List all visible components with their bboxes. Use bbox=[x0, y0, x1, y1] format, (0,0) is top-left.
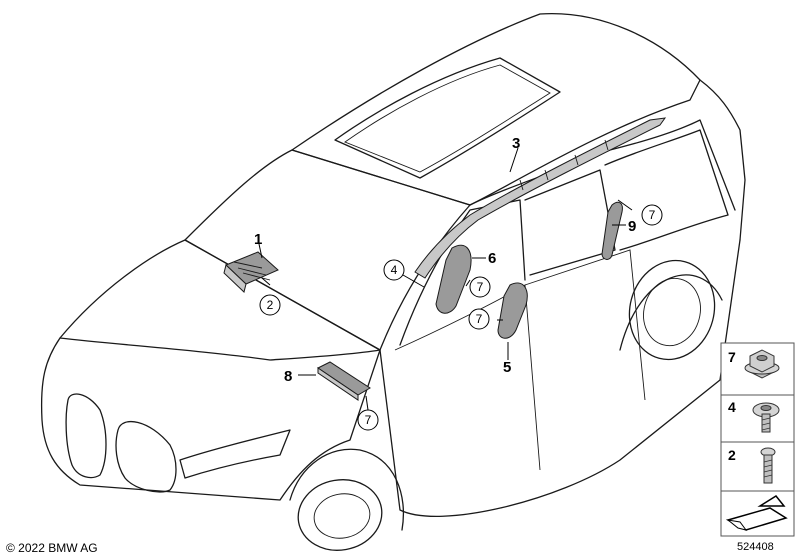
svg-text:4: 4 bbox=[391, 263, 398, 277]
svg-text:2: 2 bbox=[267, 298, 274, 312]
car-outline bbox=[40, 12, 746, 551]
circled-callout-2: 2 bbox=[259, 294, 281, 316]
orientation-arrow-icon bbox=[726, 495, 788, 531]
copyright-text: © 2022 BMW AG bbox=[6, 541, 98, 555]
circled-callout-7-knee: 7 bbox=[357, 409, 379, 431]
svg-text:7: 7 bbox=[365, 413, 372, 427]
fastener-legend: 7 4 2 bbox=[720, 342, 795, 537]
circled-callout-7-rear-seat: 7 bbox=[468, 308, 490, 330]
callout-9: 9 bbox=[628, 218, 636, 235]
rear-side-airbag[interactable] bbox=[497, 282, 528, 339]
diagram-id: 524408 bbox=[737, 541, 774, 553]
svg-text:7: 7 bbox=[476, 312, 483, 326]
hex-nut-icon bbox=[744, 349, 780, 379]
circled-callout-4: 4 bbox=[383, 259, 405, 281]
svg-text:7: 7 bbox=[649, 208, 656, 222]
callout-1: 1 bbox=[254, 231, 262, 248]
leader-lines bbox=[258, 147, 633, 411]
front-side-airbag[interactable] bbox=[435, 244, 472, 314]
callout-6: 6 bbox=[488, 250, 496, 267]
callout-5: 5 bbox=[503, 359, 511, 376]
knee-airbag-module[interactable] bbox=[317, 361, 371, 401]
rear-airbag-module[interactable] bbox=[601, 201, 623, 260]
long-screw-icon bbox=[760, 447, 776, 484]
legend-label-screw-long: 2 bbox=[728, 447, 736, 463]
passenger-airbag-module[interactable] bbox=[223, 251, 279, 293]
legend-label-screw-short: 4 bbox=[728, 399, 736, 415]
circled-callout-7-rear-pillar: 7 bbox=[641, 204, 663, 226]
head-curtain-airbag[interactable] bbox=[414, 117, 667, 279]
svg-text:7: 7 bbox=[477, 280, 484, 294]
callout-8: 8 bbox=[284, 368, 292, 385]
callout-3: 3 bbox=[512, 135, 520, 152]
circled-callout-7-front-seat: 7 bbox=[469, 276, 491, 298]
legend-label-nut: 7 bbox=[728, 349, 736, 365]
torx-screw-icon bbox=[752, 402, 780, 433]
